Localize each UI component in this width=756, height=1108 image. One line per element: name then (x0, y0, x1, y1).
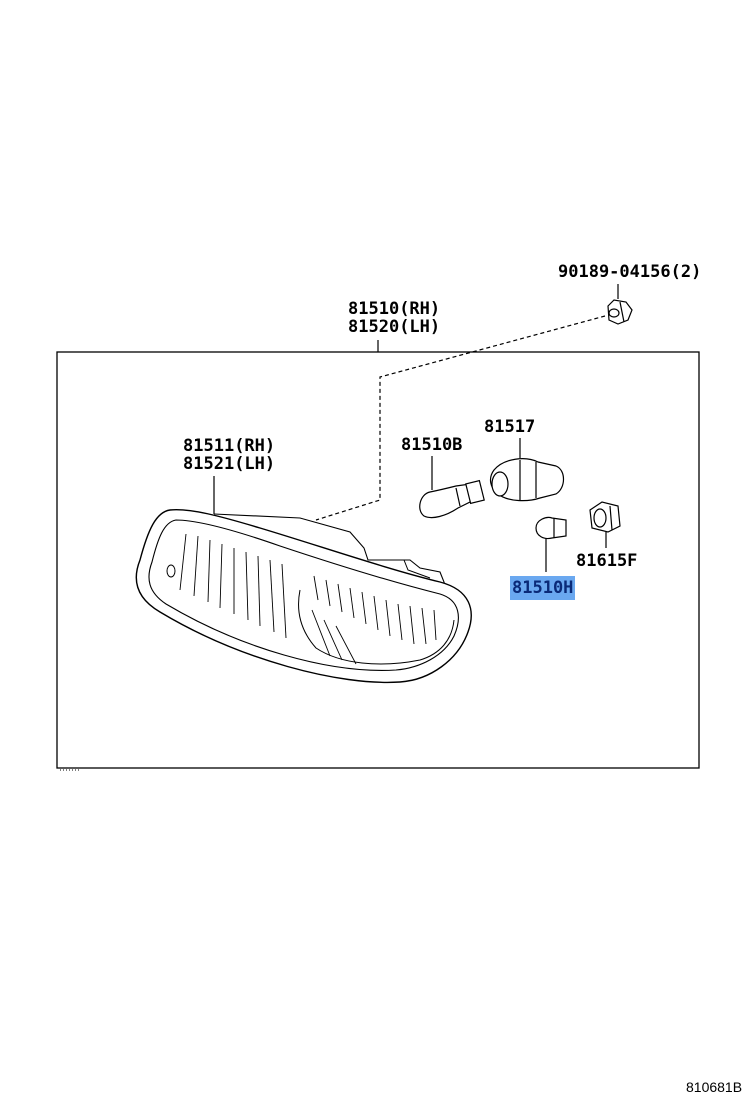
assembly-lh-label[interactable]: 81520(LH) (348, 318, 440, 336)
small-bulb-label-highlighted[interactable]: 81510H (510, 576, 576, 600)
lens-lh-number: 81521 (183, 454, 235, 474)
main-socket (489, 458, 565, 502)
diagram-reference-code: 810681B (686, 1079, 743, 1095)
fastener-number: 90189-04156 (558, 262, 671, 282)
assembly-lh-side: (LH) (399, 317, 441, 337)
small-bulb (535, 516, 567, 540)
small-socket (589, 501, 621, 533)
lens-rh-label[interactable]: 81511(RH) (183, 437, 275, 455)
lens-rh-number: 81511 (183, 436, 235, 456)
lens-lh-label[interactable]: 81521(LH) (183, 455, 275, 473)
assembly-rh-side: (RH) (399, 299, 441, 319)
small-socket-label[interactable]: 81615F (576, 551, 638, 571)
assembly-rh-number: 81510 (348, 299, 400, 319)
assembly-lh-number: 81520 (348, 317, 400, 337)
main-bulb-label[interactable]: 81510B (401, 435, 463, 455)
lamp-lens (135, 508, 472, 684)
lens-rh-side: (RH) (234, 436, 276, 456)
fastener-label[interactable]: 90189-04156(2) (558, 263, 701, 281)
lens-lh-side: (LH) (234, 454, 276, 474)
assembly-rh-label[interactable]: 81510(RH) (348, 300, 440, 318)
main-bulb (419, 479, 485, 519)
fastener-qty: (2) (670, 262, 702, 282)
main-socket-label[interactable]: 81517 (484, 417, 536, 437)
fastener-clip (607, 299, 633, 325)
fastener-dashed-leader (315, 315, 606, 521)
